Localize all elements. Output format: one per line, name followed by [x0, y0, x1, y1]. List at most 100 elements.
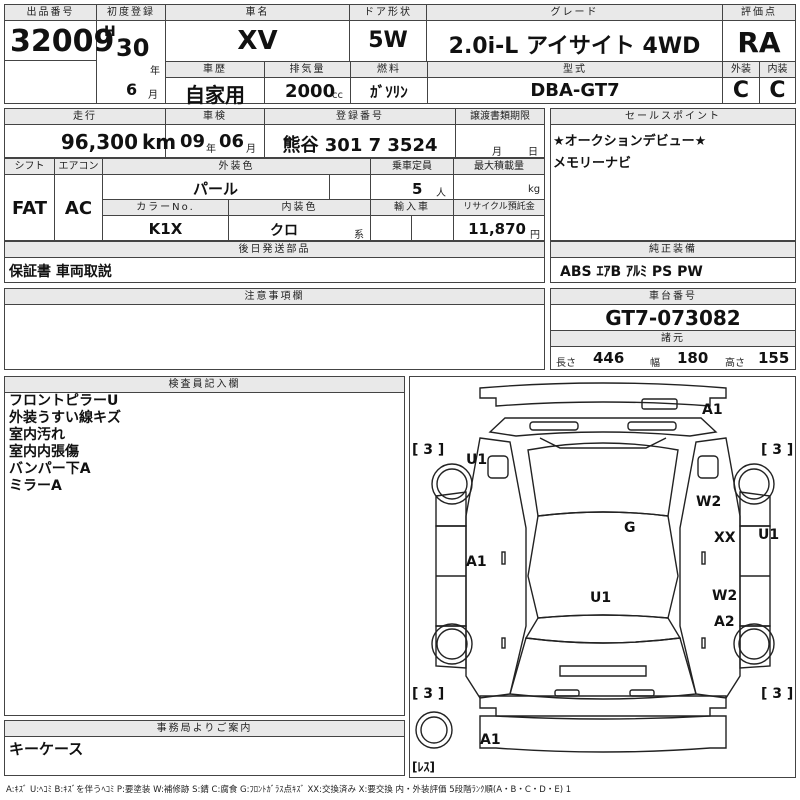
notes-header: 注意事項欄 — [5, 289, 544, 305]
color-no-header: カラーNo. — [103, 200, 228, 216]
chassis-box — [550, 288, 796, 370]
mileage: 96,300 — [60, 130, 138, 154]
ext-grade: C — [732, 78, 750, 103]
first-reg-month: 6 — [126, 80, 138, 99]
equipment-box — [550, 241, 796, 283]
load-header: 最大積載量 — [454, 159, 544, 175]
lot-no-header: 出品番号 — [5, 5, 96, 21]
width: 180 — [677, 349, 709, 367]
inspector-line: 室内汚れ — [9, 427, 65, 443]
transfer-header: 譲渡書類期限 — [456, 109, 544, 125]
capacity-unit: 人 — [436, 188, 446, 199]
year-unit: 年 — [150, 66, 160, 77]
transfer-month-unit: 月 — [492, 147, 502, 158]
displacement-header: 排気量 — [265, 62, 350, 78]
lot-number: 32009 — [10, 24, 115, 59]
import-header: 輸入車 — [371, 200, 453, 216]
height: 155 — [758, 349, 790, 367]
inspector-header: 検査員記入欄 — [5, 377, 404, 393]
row2-section — [4, 108, 545, 158]
insp-year-unit: 年 — [206, 144, 216, 155]
capacity: 5 — [412, 180, 423, 198]
month-unit: 月 — [148, 90, 158, 101]
sales-point-1: ★オークションデビュー★ — [553, 134, 707, 149]
color: パール — [192, 180, 238, 198]
grade: 2.0i-L アイサイト 4WD — [448, 34, 701, 59]
mark-roof: U1 — [590, 590, 611, 606]
inspector-line: バンパー下A — [9, 461, 91, 477]
shift-header: シフト — [5, 159, 54, 175]
door-header: ドア形状 — [350, 5, 426, 21]
ac: AC — [64, 198, 93, 219]
int-header: 内装 — [760, 62, 795, 78]
mark-left-door: A1 — [466, 554, 487, 570]
inspector-line: ミラーA — [9, 478, 62, 494]
displacement: 2000 — [285, 81, 336, 102]
office-notes: キーケース — [9, 740, 84, 758]
ac-header: エアコン — [55, 159, 102, 175]
int-color-unit: 系 — [354, 230, 364, 241]
tire-tread-fr: [ 3 ] — [761, 442, 793, 458]
width-label: 幅 — [650, 358, 660, 369]
score-header: 評価点 — [723, 5, 795, 21]
color-no: K1X — [148, 220, 183, 238]
height-label: 高さ — [725, 358, 745, 369]
inspector-notes: フロントピラーU 外装うすい線キズ 室内汚れ 室内内張傷 バンパー下A ミラーA — [9, 393, 121, 495]
spare-tire-note: [ﾚｽ] — [412, 760, 435, 774]
score: RA — [737, 26, 781, 59]
door-type: 5W — [368, 28, 408, 53]
length-label: 長さ — [556, 358, 576, 369]
shift: FAT — [11, 198, 48, 219]
insp-month-unit: 月 — [246, 144, 256, 155]
int-color-header: 内装色 — [229, 200, 370, 216]
inspector-line: 外装うすい線キズ — [9, 410, 121, 426]
model: DBA-GT7 — [530, 80, 620, 101]
plate-number: 熊谷 301 7 3524 — [282, 135, 438, 156]
capacity-header: 乗車定員 — [371, 159, 453, 175]
inspector-box — [4, 376, 405, 716]
chassis-number: GT7-073082 — [605, 306, 741, 330]
length: 446 — [593, 349, 625, 367]
specs-header: 諸元 — [551, 331, 795, 347]
int-grade: C — [769, 78, 786, 103]
insp-year: 09 — [180, 131, 206, 152]
chassis-header: 車台番号 — [551, 289, 795, 305]
tire-tread-fl: [ 3 ] — [412, 442, 444, 458]
car-name: XV — [237, 26, 278, 56]
mark-front-bumper: A1 — [702, 402, 723, 418]
history: 自家用 — [185, 83, 245, 107]
top-section — [4, 4, 796, 104]
diagram-box — [409, 376, 796, 778]
later-parts: 保証書 車両取説 — [9, 264, 112, 280]
fuel-header: 燃料 — [351, 62, 427, 78]
mark-rear-bumper: A1 — [480, 732, 501, 748]
inspector-line: フロントピラーU — [9, 393, 119, 409]
int-color: クロ — [270, 223, 298, 239]
mark-right-pillar: U1 — [758, 527, 779, 543]
mark-right-door: XX — [714, 530, 736, 546]
first-reg-year: 30 — [116, 34, 150, 62]
ext-header: 外装 — [723, 62, 759, 78]
recycle-header: リサイクル預託金 — [454, 200, 544, 216]
mark-right-fender: W2 — [696, 494, 721, 510]
transfer-day-unit: 日 — [528, 147, 538, 158]
plate-header: 登録番号 — [265, 109, 455, 125]
later-parts-box — [4, 241, 545, 283]
equipment-header: 純正装備 — [551, 242, 795, 258]
first-reg-header: 初度登録 — [97, 5, 165, 21]
office-box — [4, 720, 405, 776]
model-header: 型式 — [428, 62, 722, 78]
history-header: 車歴 — [166, 62, 264, 78]
car-name-header: 車名 — [166, 5, 349, 21]
fuel: ｶﾞｿﾘﾝ — [370, 83, 408, 101]
later-parts-header: 後日発送部品 — [5, 242, 544, 258]
inspector-line: 室内内張傷 — [9, 444, 79, 460]
insp-month: 06 — [219, 131, 245, 152]
notes-box — [4, 288, 545, 370]
load-unit: kg — [528, 184, 541, 195]
grade-header: グレード — [427, 5, 722, 21]
mark-windshield: G — [624, 520, 636, 536]
era: H — [104, 24, 116, 40]
sales-header: セールスポイント — [551, 109, 795, 125]
legend: A:ｷｽﾞ U:ﾍｺﾐ B:ｷｽﾞを伴うﾍｺﾐ P:要塗装 W:補修跡 S:錆 … — [6, 785, 572, 795]
